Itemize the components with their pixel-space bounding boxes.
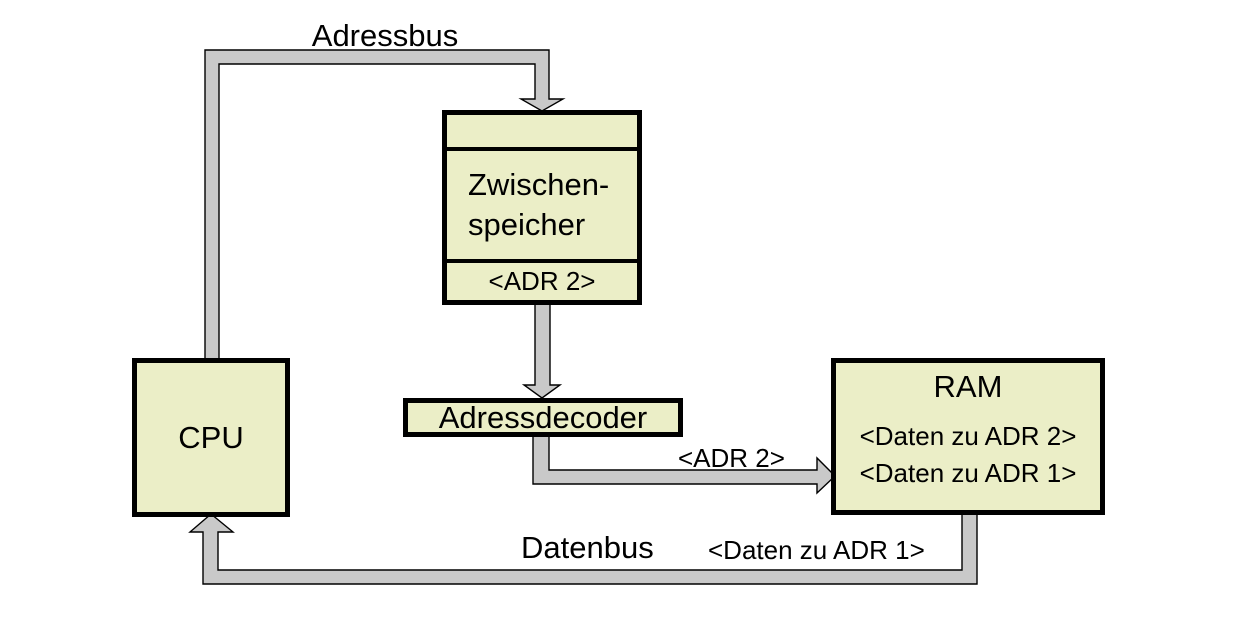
ram-row-adr1: <Daten zu ADR 1>: [859, 458, 1077, 488]
daten-zu-adr1-bus-label: <Daten zu ADR 1>: [708, 535, 925, 565]
datenbus-label: Datenbus: [521, 530, 654, 565]
zwischenspeicher-adr2-slot: <ADR 2>: [488, 266, 596, 296]
zwischenspeicher-empty-slot: [447, 115, 637, 151]
ram-label: RAM: [933, 369, 1003, 404]
zwischenspeicher-to-adressdecoder-pipe: [521, 300, 563, 399]
ram-row-adr2: <Daten zu ADR 2>: [859, 421, 1077, 451]
adressdecoder-box: Adressdecoder: [403, 398, 683, 437]
cpu-box: CPU: [132, 358, 290, 517]
adressdecoder-label: Adressdecoder: [438, 399, 648, 435]
adr2-bus-label: <ADR 2>: [678, 443, 785, 473]
zwischenspeicher-label-line2: speicher: [468, 207, 586, 242]
zwischenspeicher-label: Zwischen- speicher: [447, 151, 637, 263]
zwischenspeicher-label-line1: Zwischen-: [468, 167, 610, 202]
zwischenspeicher-box: Zwischen- speicher <ADR 2>: [442, 110, 642, 305]
adressbus-pipe: [204, 49, 566, 363]
ram-contents: <Daten zu ADR 2> <Daten zu ADR 1>: [836, 418, 1100, 492]
cpu-label: CPU: [178, 419, 244, 455]
adressdecoder-to-ram-pipe: [532, 432, 837, 495]
ram-box: RAM <Daten zu ADR 2> <Daten zu ADR 1>: [831, 358, 1105, 515]
datenbus-pipe: [188, 511, 978, 585]
adressbus-label: Adressbus: [311, 18, 459, 53]
